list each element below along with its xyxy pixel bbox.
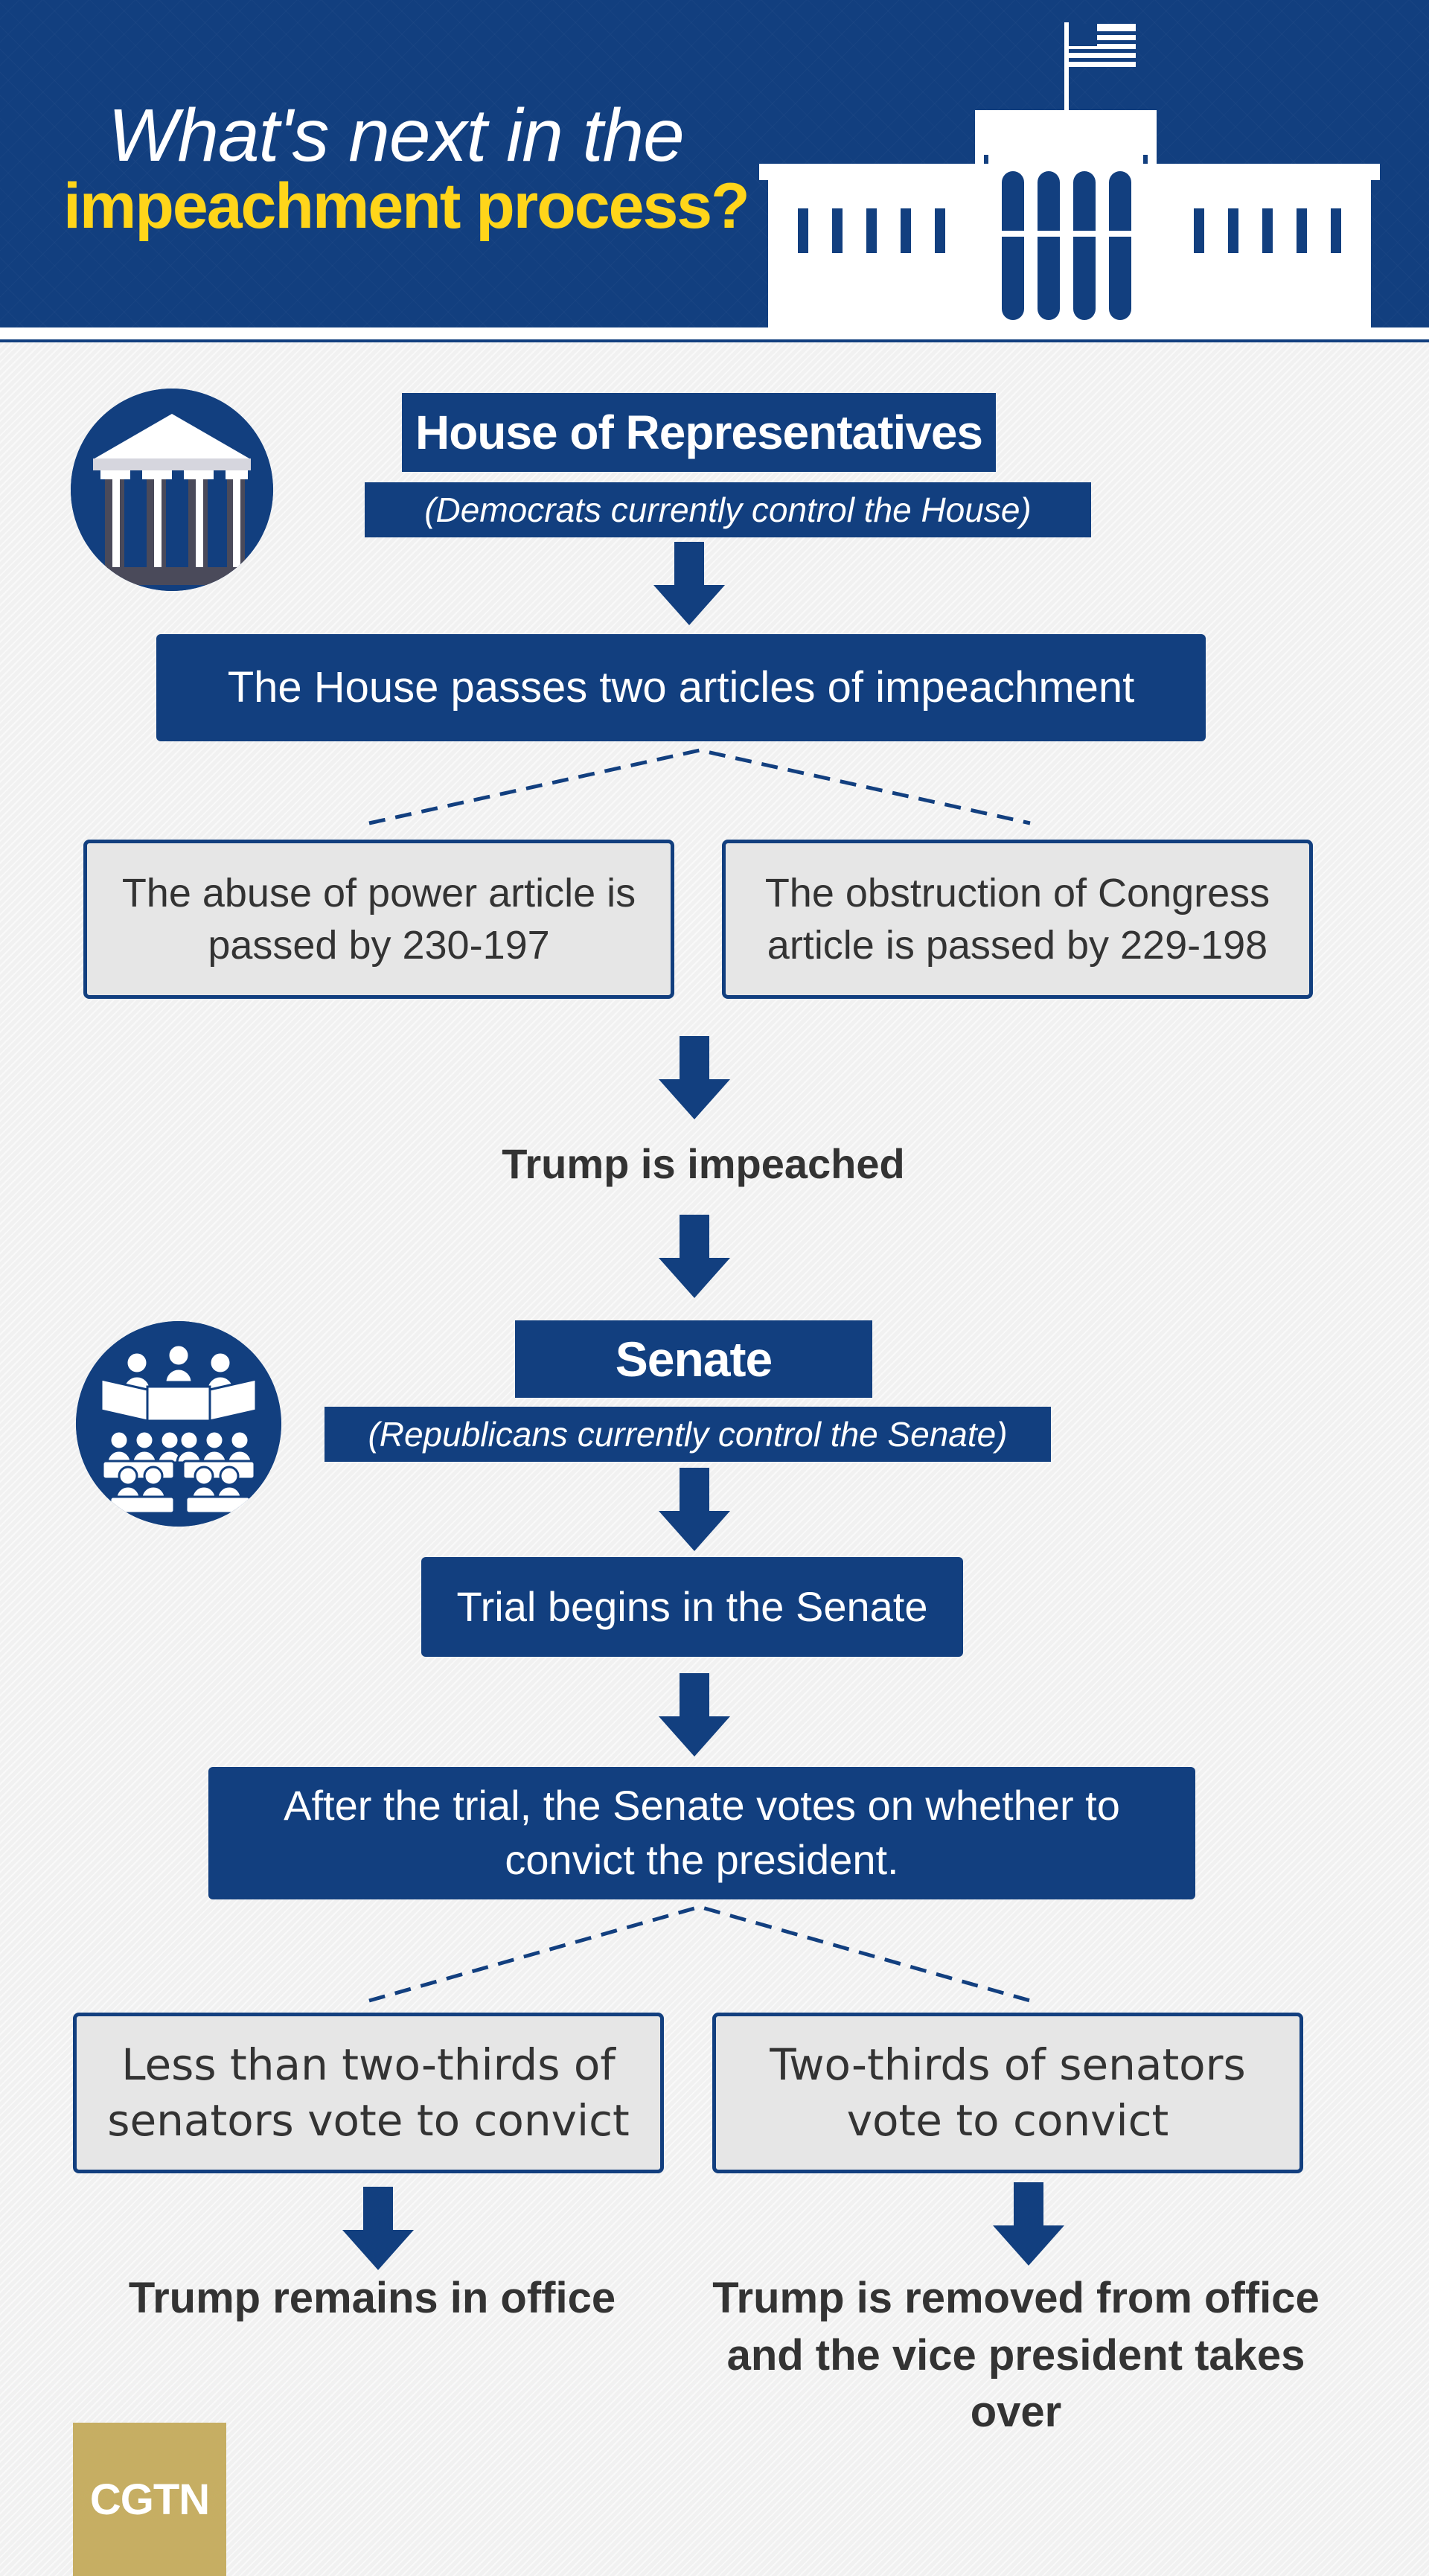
senate-result-left: Trump remains in office [128, 2274, 616, 2322]
house-outcome-right: The obstruction of Congress article is p… [722, 840, 1313, 999]
senate-chamber-icon [76, 1321, 281, 1527]
cgtn-logo: CGTN [73, 2423, 226, 2576]
capitol-building-icon [759, 22, 1380, 331]
courthouse-icon [71, 389, 273, 591]
senate-outcome-left: Less than two-thirds of senators vote to… [73, 2013, 664, 2173]
page-title-line1: What's next in the [108, 94, 685, 177]
house-result: Trump is impeached [502, 1140, 905, 1187]
header-divider-line [0, 339, 1429, 342]
down-arrow-icon [653, 542, 725, 625]
down-arrow-icon [659, 1215, 730, 1298]
down-arrow-icon [659, 1468, 730, 1551]
branch-connector [368, 1905, 1031, 2003]
house-label: House of Representatives [402, 393, 996, 472]
down-arrow-icon [659, 1036, 730, 1119]
branch-connector [368, 748, 1031, 825]
down-arrow-icon [993, 2182, 1064, 2266]
senate-vote-box: After the trial, the Senate votes on whe… [208, 1767, 1195, 1899]
house-control-note: (Democrats currently control the House) [365, 482, 1091, 537]
page-title-line2: impeachment process? [63, 170, 750, 242]
down-arrow-icon [342, 2187, 414, 2270]
house-outcome-left: The abuse of power article is passed by … [83, 840, 674, 999]
senate-control-note: (Republicans currently control the Senat… [325, 1407, 1051, 1462]
down-arrow-icon [659, 1673, 730, 1757]
senate-trial-box: Trial begins in the Senate [421, 1557, 963, 1657]
house-step-box: The House passes two articles of impeach… [156, 634, 1206, 741]
senate-outcome-right: Two-thirds of senators vote to convict [712, 2013, 1303, 2173]
senate-result-right: Trump is removed from office and the vic… [712, 2274, 1320, 2437]
senate-label: Senate [515, 1320, 872, 1398]
